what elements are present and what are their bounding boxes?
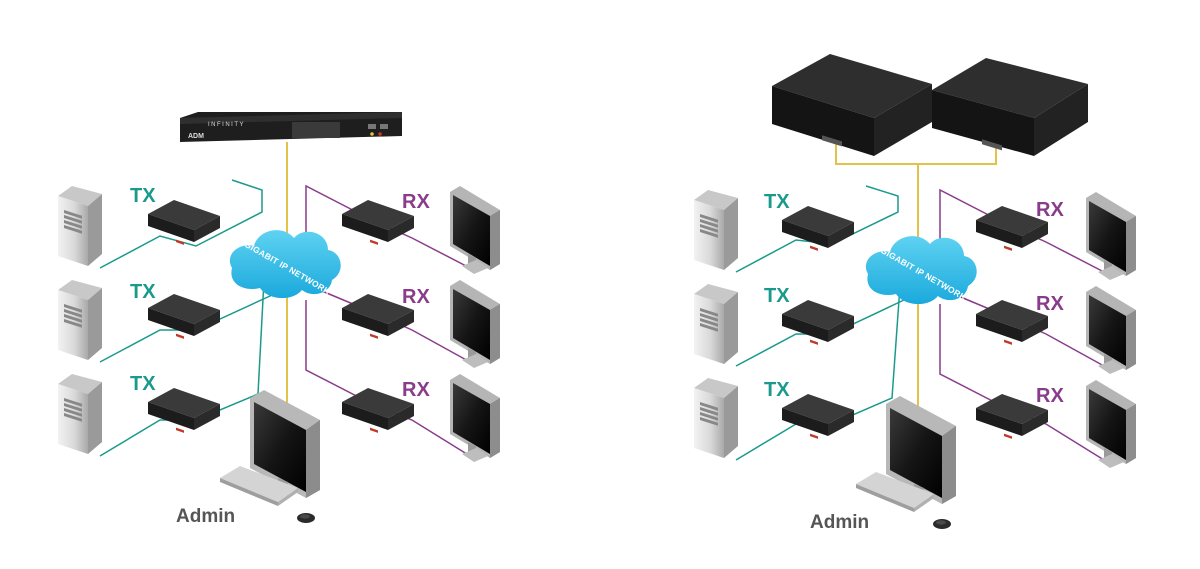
- tx-label-3: TX: [130, 373, 156, 395]
- tx-computer-2: [58, 280, 102, 360]
- tx-unit-3: [148, 388, 220, 433]
- right-diagram: TX TX TX GIGABIT IP NETWORK RX RX RX Adm…: [694, 54, 1136, 533]
- left-diagram: INFINITY ADM TX TX TX GIGABIT IP NETWORK…: [58, 112, 500, 527]
- tx-unit-r3: [782, 394, 854, 439]
- admin-label: Admin: [176, 506, 235, 527]
- manager-logo-text: ADM: [188, 133, 204, 140]
- appliance-2: [932, 58, 1088, 156]
- rx-label-2: RX: [402, 286, 430, 308]
- tx-computer-1: [58, 186, 102, 266]
- tx-computer-r2: [694, 284, 738, 364]
- admin-mouse: [297, 513, 315, 523]
- rx-label-1: RX: [402, 191, 430, 213]
- tx-computer-3: [58, 374, 102, 454]
- tx-label-r2: TX: [764, 285, 790, 307]
- tx-unit-r2: [782, 300, 854, 345]
- admin-mouse-r: [933, 519, 951, 529]
- rx-monitor-r3: [1086, 380, 1136, 468]
- rx-label-r3: RX: [1036, 385, 1064, 407]
- tx-unit-r1: [782, 206, 854, 251]
- tx-label-1: TX: [130, 185, 156, 207]
- tx-label-r3: TX: [764, 379, 790, 401]
- manager-brand-text: INFINITY: [208, 122, 245, 128]
- rx-label-r2: RX: [1036, 293, 1064, 315]
- rx-label-r1: RX: [1036, 199, 1064, 221]
- tx-unit-1: [148, 200, 220, 245]
- appliance-1: [772, 54, 932, 156]
- network-cloud: GIGABIT IP NETWORK: [229, 230, 341, 299]
- tx-computer-r1: [694, 190, 738, 270]
- admin-label-r: Admin: [810, 512, 869, 533]
- tx-label-r1: TX: [764, 191, 790, 213]
- manager-unit: INFINITY ADM: [180, 112, 402, 142]
- tx-unit-2: [148, 294, 220, 339]
- tx-label-2: TX: [130, 281, 156, 303]
- network-cloud-r: GIGABIT IP NETWORK: [865, 236, 977, 305]
- rx-label-3: RX: [402, 379, 430, 401]
- tx-computer-r3: [694, 378, 738, 458]
